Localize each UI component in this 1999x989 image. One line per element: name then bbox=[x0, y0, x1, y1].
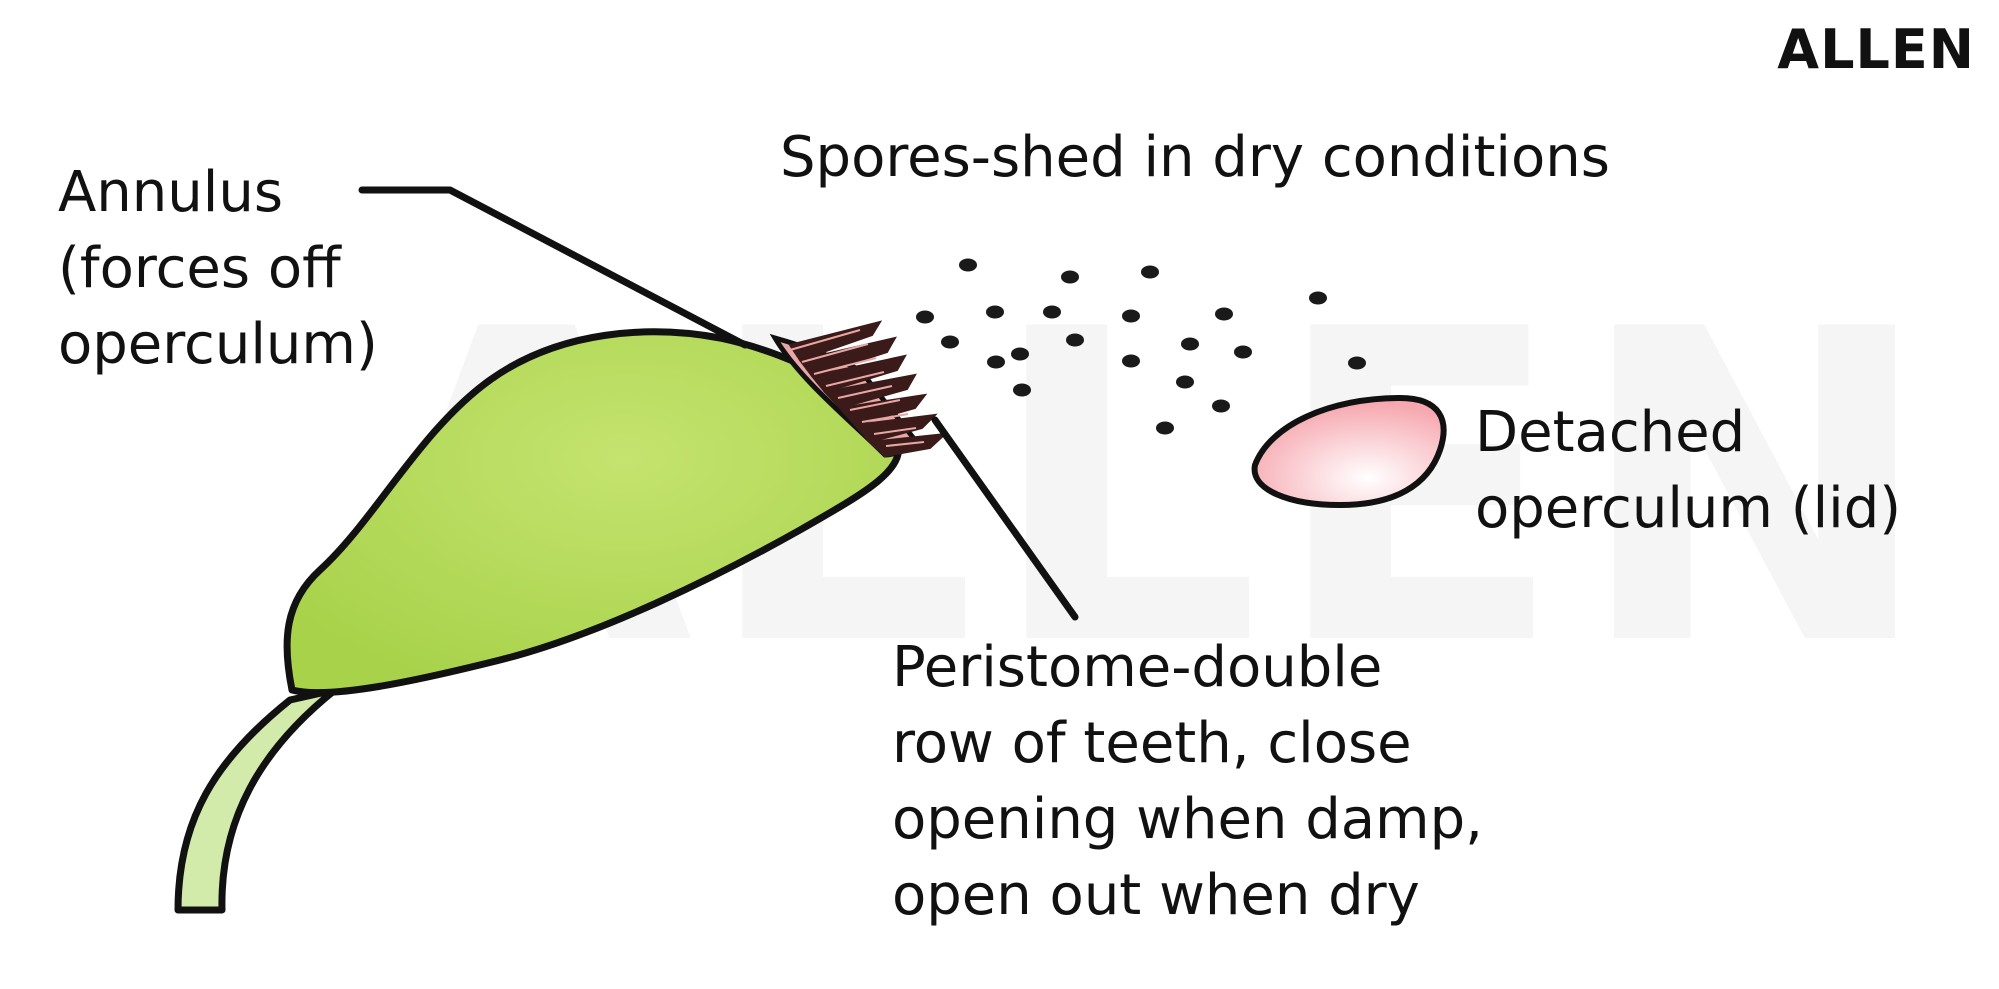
peristome-tooth bbox=[852, 413, 938, 444]
peristome-tooth-stripe bbox=[849, 399, 901, 411]
peristome-label-line-4: open out when dry bbox=[892, 863, 1420, 928]
spore-dot bbox=[1215, 307, 1233, 321]
peristome-tooth bbox=[867, 432, 948, 458]
spore-dot bbox=[1156, 421, 1174, 435]
peristome-tooth-stripe bbox=[801, 343, 869, 363]
detached-label-line-2: operculum (lid) bbox=[1475, 476, 1902, 541]
spore-dot bbox=[1234, 345, 1252, 359]
spores-label: Spores-shed in dry conditions bbox=[780, 125, 1610, 190]
spore-dot bbox=[987, 355, 1005, 369]
spore-dot bbox=[1122, 309, 1140, 323]
annulus-label: Annulus (forces off operculum) bbox=[58, 155, 378, 383]
peristome-leader-line bbox=[931, 416, 1079, 621]
spore-dot bbox=[1061, 270, 1079, 284]
detached-operculum-lid bbox=[1251, 394, 1447, 509]
spore-dot bbox=[1013, 383, 1031, 397]
annulus-label-line-3: operculum) bbox=[58, 312, 378, 377]
peristome-tooth-stripe bbox=[813, 357, 877, 375]
spore-dot bbox=[1309, 291, 1327, 305]
peristome-teeth bbox=[788, 320, 948, 458]
spore-dot bbox=[1011, 347, 1029, 361]
annulus-label-line-2: (forces off bbox=[58, 236, 341, 301]
spore-dot bbox=[959, 258, 977, 272]
spore-dot bbox=[1181, 337, 1199, 351]
spore-dot bbox=[1141, 265, 1159, 279]
peristome-label: Peristome-double row of teeth, close ope… bbox=[892, 630, 1483, 934]
peristome-tooth-stripe bbox=[837, 385, 893, 399]
seta-stalk bbox=[174, 686, 339, 914]
spore-dot bbox=[1122, 354, 1140, 368]
capsule-body bbox=[283, 328, 903, 697]
annulus-leader-line bbox=[358, 186, 749, 349]
allen-logo: ALLEN bbox=[1777, 18, 1975, 81]
peristome-label-line-2: row of teeth, close bbox=[892, 711, 1412, 776]
spore-dot bbox=[1348, 356, 1366, 370]
peristome-tooth bbox=[838, 393, 928, 427]
annulus-label-line-1: Annulus bbox=[58, 160, 284, 225]
spore-dot bbox=[1212, 399, 1230, 413]
peristome-label-line-3: opening when damp, bbox=[892, 787, 1483, 852]
peristome-tooth-stripe bbox=[825, 371, 885, 387]
peristome-label-line-1: Peristome-double bbox=[892, 635, 1383, 700]
spore-dot bbox=[916, 310, 934, 324]
peristome-tooth-stripe bbox=[861, 413, 909, 423]
spore-dot bbox=[1066, 333, 1084, 347]
detached-operculum-label: Detached operculum (lid) bbox=[1475, 395, 1901, 547]
spore-dot bbox=[986, 305, 1004, 319]
peristome-tooth-stripe bbox=[885, 441, 925, 447]
spore-dot bbox=[1176, 375, 1194, 389]
spore-dot bbox=[941, 335, 959, 349]
spores-cluster bbox=[916, 258, 1366, 435]
peristome-tooth-stripe bbox=[789, 329, 861, 351]
spore-dot bbox=[1043, 305, 1061, 319]
peristome-tooth-stripe bbox=[873, 427, 917, 435]
detached-label-line-1: Detached bbox=[1475, 400, 1746, 465]
